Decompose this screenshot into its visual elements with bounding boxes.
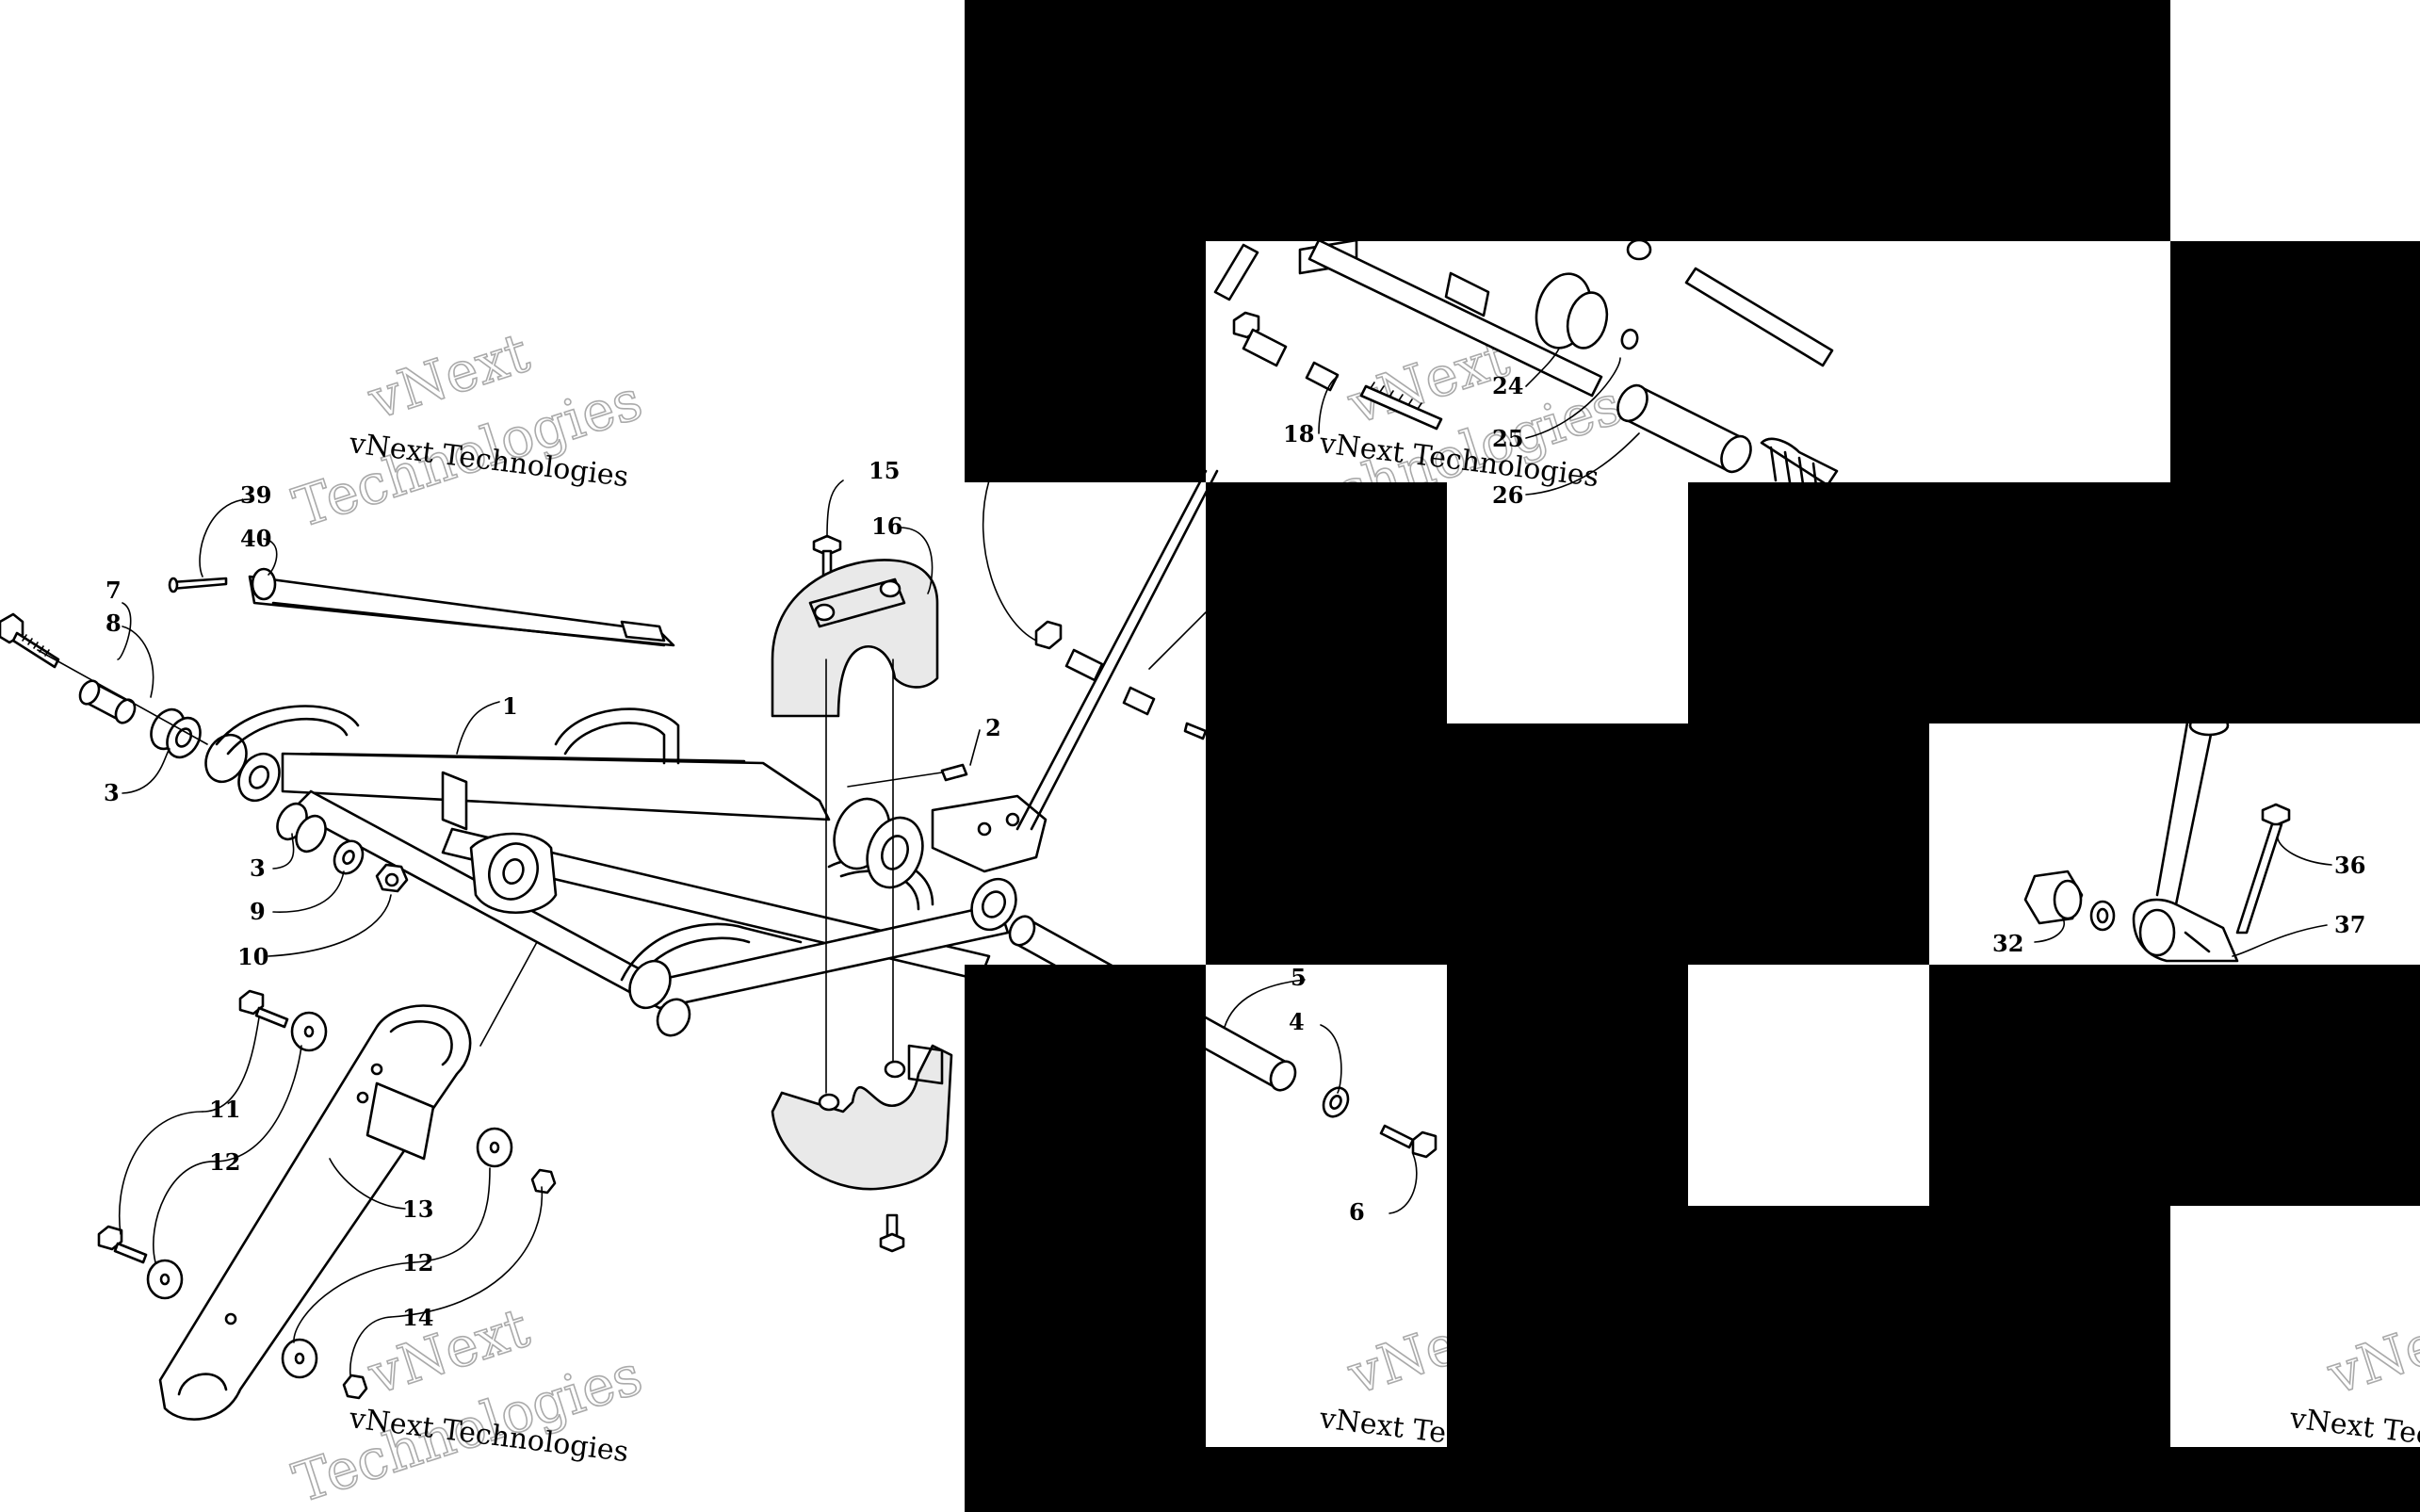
callout-26: 26 bbox=[1492, 481, 1523, 509]
callout-37: 37 bbox=[2334, 911, 2365, 938]
leader-arc-2 bbox=[1148, 611, 1207, 670]
redaction-block bbox=[1447, 1447, 2170, 1512]
callout-9: 9 bbox=[250, 898, 266, 925]
redaction-block bbox=[2170, 241, 2420, 482]
callout-18: 18 bbox=[1283, 420, 1314, 447]
nut-10 bbox=[375, 863, 409, 893]
washer-9 bbox=[333, 839, 365, 875]
redaction-block bbox=[965, 965, 1206, 1512]
callout-4: 4 bbox=[1289, 1008, 1305, 1035]
callout-12-upper: 12 bbox=[209, 1148, 240, 1176]
callout-5: 5 bbox=[1291, 964, 1307, 991]
washer-right bbox=[2089, 900, 2116, 932]
cap-16 bbox=[771, 559, 939, 718]
callout-6: 6 bbox=[1349, 1198, 1365, 1226]
redaction-block bbox=[2170, 1447, 2420, 1512]
callout-36: 36 bbox=[2334, 852, 2365, 879]
grease-fitting-2 bbox=[847, 763, 968, 788]
strap-13 bbox=[158, 1004, 472, 1421]
spacer-8 bbox=[78, 679, 137, 724]
watermark-vnext: vNext bbox=[2319, 1295, 2420, 1407]
callout-8: 8 bbox=[106, 610, 122, 637]
washer-4 bbox=[1322, 1086, 1350, 1118]
callout-39: 39 bbox=[240, 481, 271, 509]
upper-rod-assembly bbox=[1213, 238, 1839, 488]
callout-10: 10 bbox=[237, 943, 268, 970]
arm-right bbox=[2155, 714, 2230, 906]
watermark-top-left: vNext Technologies vNext Technologies bbox=[285, 319, 651, 541]
callout-1: 1 bbox=[502, 692, 518, 720]
bushing-32 bbox=[2023, 870, 2084, 925]
redaction-block bbox=[1688, 482, 2420, 723]
bushing-3-upper bbox=[150, 707, 202, 759]
assembly-lines bbox=[825, 658, 894, 1094]
lower-cap bbox=[771, 1044, 953, 1191]
callout-3-lower: 3 bbox=[250, 854, 266, 882]
nut-14-lower bbox=[342, 1374, 368, 1400]
redaction-block bbox=[1447, 1206, 2170, 1447]
callout-15: 15 bbox=[869, 457, 900, 484]
callout-32: 32 bbox=[1992, 930, 2023, 957]
callout-14: 14 bbox=[402, 1304, 433, 1331]
callout-25: 25 bbox=[1492, 425, 1523, 452]
washer-12-upper bbox=[290, 1011, 328, 1052]
washer-12-lower bbox=[146, 1259, 184, 1300]
bolt-11-lower bbox=[97, 1225, 148, 1264]
bushing-3-lower bbox=[276, 802, 327, 854]
redaction-block bbox=[1206, 482, 1447, 723]
washer-12-mid bbox=[476, 1127, 513, 1168]
callout-11: 11 bbox=[209, 1096, 240, 1123]
callout-16: 16 bbox=[871, 512, 902, 540]
callout-7: 7 bbox=[106, 577, 122, 604]
axis-line bbox=[37, 649, 208, 745]
bolt-6 bbox=[1379, 1124, 1437, 1159]
leader-arc bbox=[982, 480, 1037, 642]
redaction-blocks bbox=[965, 0, 2420, 1512]
bushing-left-center bbox=[1034, 620, 1208, 740]
clevis-37 bbox=[2132, 898, 2239, 963]
callout-2: 2 bbox=[985, 714, 1001, 741]
a-arm-frame-1 bbox=[204, 705, 1048, 1037]
redaction-block bbox=[1206, 1447, 1447, 1512]
screw-lower bbox=[879, 1213, 905, 1253]
nut-14-upper bbox=[530, 1168, 557, 1195]
callout-labels: 1 2 3 3 4 5 6 7 8 9 10 11 12 12 13 14 15… bbox=[104, 372, 2365, 1331]
callout-40: 40 bbox=[240, 525, 271, 552]
callout-3-upper: 3 bbox=[104, 779, 120, 806]
watermark-bottom-left: vNext Technologies vNext Technologies bbox=[285, 1294, 651, 1512]
bolt-7 bbox=[0, 612, 60, 669]
rod-40 bbox=[248, 567, 675, 647]
bolt-36 bbox=[2235, 803, 2291, 935]
redaction-block bbox=[1447, 965, 1688, 1206]
callout-12-lower: 12 bbox=[402, 1249, 433, 1276]
redaction-block bbox=[965, 241, 1206, 482]
callout-13: 13 bbox=[402, 1195, 433, 1223]
watermark-bottom-right: vNext vNext Technologies bbox=[2287, 1294, 2420, 1469]
redaction-block bbox=[1929, 965, 2420, 1206]
callout-leaders bbox=[117, 348, 2332, 1376]
redaction-block bbox=[1206, 723, 1929, 965]
bolt-11-upper bbox=[238, 989, 289, 1029]
washer-12-bottom bbox=[281, 1338, 318, 1379]
redaction-block bbox=[965, 0, 2170, 241]
pin-39 bbox=[168, 577, 228, 593]
callout-24: 24 bbox=[1492, 372, 1523, 399]
leader-strap bbox=[479, 941, 538, 1047]
